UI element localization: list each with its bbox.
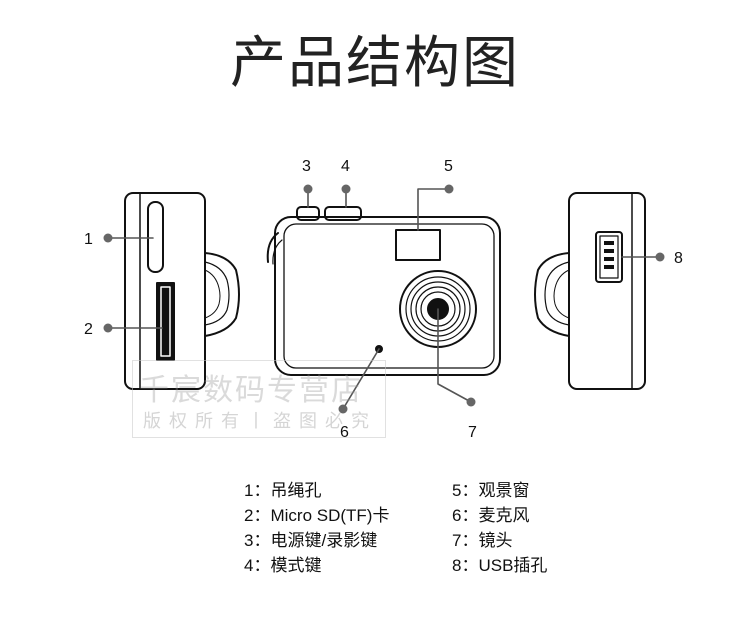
legend-label: 吊绳孔 bbox=[270, 481, 322, 500]
legend-separator: ： bbox=[461, 531, 479, 550]
legend-separator: ： bbox=[461, 481, 479, 500]
legend-left-column: 1：吊绳孔 2：Micro SD(TF)卡 3：电源键/录影键 4：模式键 bbox=[244, 478, 389, 578]
page-title: 产品结构图 bbox=[230, 31, 520, 96]
camera-left-side-view bbox=[124, 192, 240, 390]
callout-dots bbox=[103, 184, 665, 414]
viewfinder bbox=[395, 229, 441, 261]
callout-2: 2 bbox=[84, 321, 93, 338]
legend-number: 4 bbox=[244, 556, 254, 575]
legend-number: 3 bbox=[244, 531, 254, 550]
legend-label: 镜头 bbox=[478, 531, 513, 550]
legend-right-column: 5：观景窗 6：麦克风 7：镜头 8：USB插孔 bbox=[452, 478, 547, 578]
mode-button bbox=[324, 206, 362, 221]
callout-5: 5 bbox=[444, 158, 453, 175]
legend-item: 7：镜头 bbox=[452, 528, 547, 553]
legend-label: 电源键/录影键 bbox=[270, 531, 378, 550]
legend-item: 2：Micro SD(TF)卡 bbox=[244, 503, 389, 528]
camera-structure-diagram: 1 2 3 4 5 6 7 8 bbox=[84, 158, 683, 441]
legend-number: 2 bbox=[244, 506, 254, 525]
callout-4: 4 bbox=[341, 158, 350, 175]
legend-number: 6 bbox=[452, 506, 462, 525]
legend-number: 5 bbox=[452, 481, 462, 500]
callout-1: 1 bbox=[84, 231, 93, 248]
legend-separator: ： bbox=[253, 506, 271, 525]
strap-hole bbox=[147, 201, 164, 273]
legend-number: 7 bbox=[452, 531, 462, 550]
legend-number: 1 bbox=[244, 481, 254, 500]
microsd-slot bbox=[156, 282, 175, 361]
legend-item: 3：电源键/录影键 bbox=[244, 528, 389, 553]
legend-label: 模式键 bbox=[270, 556, 322, 575]
legend-separator: ： bbox=[253, 556, 271, 575]
legend-item: 6：麦克风 bbox=[452, 503, 547, 528]
legend-separator: ： bbox=[253, 481, 271, 500]
legend-label: 观景窗 bbox=[478, 481, 530, 500]
callout-6: 6 bbox=[340, 424, 349, 441]
legend-item: 4：模式键 bbox=[244, 553, 389, 578]
power-record-button bbox=[296, 206, 320, 221]
callout-leaders bbox=[107, 188, 661, 410]
callout-8: 8 bbox=[674, 250, 683, 267]
legend-separator: ： bbox=[253, 531, 271, 550]
camera-front-view bbox=[266, 206, 501, 376]
legend-item: 8：USB插孔 bbox=[452, 553, 547, 578]
legend-label: USB插孔 bbox=[478, 556, 548, 575]
camera-right-side-view bbox=[534, 192, 646, 390]
callout-7: 7 bbox=[468, 424, 477, 441]
callout-3: 3 bbox=[302, 158, 311, 175]
legend-separator: ： bbox=[461, 556, 479, 575]
legend-item: 5：观景窗 bbox=[452, 478, 547, 503]
legend-label: 麦克风 bbox=[478, 506, 530, 525]
legend-item: 1：吊绳孔 bbox=[244, 478, 389, 503]
legend-number: 8 bbox=[452, 556, 462, 575]
legend-separator: ： bbox=[461, 506, 479, 525]
legend-label: Micro SD(TF)卡 bbox=[270, 506, 390, 525]
